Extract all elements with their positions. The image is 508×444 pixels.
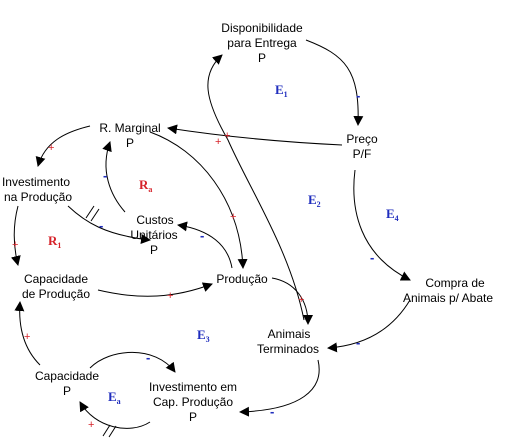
polarity-minus: - — [99, 218, 103, 233]
polarity-minus: - — [200, 228, 204, 243]
node-preco: Preço P/F — [346, 132, 378, 161]
polarity-plus: + — [224, 130, 230, 142]
node-line: Investimento em — [149, 380, 237, 394]
node-disponibilidade: Disponibilidade para Entrega P — [221, 21, 303, 65]
link-compra-animais — [327, 299, 411, 353]
polarity-minus: - — [356, 88, 360, 103]
node-capacidade: Capacidade P — [35, 369, 99, 398]
node-line: P — [150, 243, 158, 257]
polarity-plus: + — [167, 290, 173, 302]
node-animais-terminados: Animais Terminados — [257, 327, 319, 356]
node-r-marginal: R. Marginal P — [99, 121, 160, 150]
node-line: Animais p/ Abate — [403, 291, 493, 305]
node-custos-unitarios: Custos Unitários P — [130, 213, 177, 257]
link-producao-custos — [177, 221, 233, 269]
link-investimento-custos — [67, 205, 151, 244]
loop-label-ea: Ea — [108, 389, 121, 406]
polarity-minus: - — [103, 168, 107, 183]
loop-label-ra: Ra — [139, 177, 152, 194]
node-capacidade-producao: Capacidade de Produção — [22, 272, 90, 301]
polarity-plus: + — [215, 136, 221, 148]
link-animais-investimento-cap — [239, 359, 320, 417]
loop-label-r1: R1 — [48, 233, 61, 250]
link-capacidade-invcap — [89, 351, 176, 373]
node-line: Investimento — [2, 175, 70, 189]
link-producao-animais — [271, 277, 313, 325]
node-line: de Produção — [22, 287, 90, 301]
node-line: na Produção — [4, 190, 72, 204]
link-capacidade-capproducao — [14, 301, 41, 366]
polarity-minus: - — [356, 335, 360, 350]
node-line: Unitários — [130, 228, 177, 242]
node-line: P — [258, 51, 266, 65]
node-line: Disponibilidade — [221, 21, 303, 35]
node-investimento-producao: Investimento na Produção — [2, 175, 72, 204]
node-line: Capacidade — [35, 369, 99, 383]
node-line: P/F — [353, 147, 372, 161]
loop-label-e3: E3 — [197, 327, 210, 344]
polarity-plus: + — [48, 142, 54, 154]
delay-mark-invcap-capacidade — [102, 424, 117, 438]
node-line: P — [189, 410, 197, 424]
polarity-plus: + — [298, 294, 304, 306]
node-line: P — [63, 384, 71, 398]
node-line: Preço — [346, 132, 378, 146]
polarity-minus: - — [146, 350, 150, 365]
node-line: para Entrega — [227, 36, 297, 50]
link-invcap-capacidade — [79, 401, 151, 429]
polarity-plus: + — [12, 239, 18, 251]
node-line: Terminados — [257, 342, 319, 356]
delay-mark-investimento-custos — [85, 205, 100, 222]
link-animais-disponibilidade — [207, 54, 305, 321]
node-compra-animais: Compra de Animais p/ Abate — [403, 276, 493, 305]
node-line: P — [126, 136, 134, 150]
node-line: Animais — [268, 327, 311, 341]
link-custos-rmarginal — [102, 141, 126, 213]
link-rmarginal-investimento — [35, 125, 91, 167]
node-line: R. Marginal — [99, 121, 160, 135]
polarity-plus: + — [24, 331, 30, 343]
link-rmarginal-producao — [149, 131, 248, 269]
loop-label-e2: E2 — [308, 192, 321, 209]
polarity-minus: - — [370, 250, 374, 265]
link-investimento-capacidade — [10, 205, 21, 266]
node-line: Custos — [136, 213, 173, 227]
node-line: Cap. Produção — [153, 395, 233, 409]
link-disponibilidade-preco — [305, 39, 364, 126]
loop-label-e1: E1 — [275, 82, 288, 99]
link-preco-compra — [353, 169, 411, 281]
link-capacidade-producao — [97, 282, 213, 297]
link-preco-rmarginal — [167, 124, 343, 146]
node-producao: Produção — [216, 272, 268, 286]
polarity-plus: + — [88, 419, 94, 431]
polarity-plus: + — [230, 211, 236, 223]
node-line: Compra de — [425, 276, 485, 290]
polarity-minus: - — [270, 404, 274, 419]
node-investimento-cap-producao: Investimento em Cap. Produção P — [149, 380, 237, 424]
node-line: Produção — [216, 272, 268, 286]
loop-label-e4: E4 — [386, 206, 399, 223]
node-line: Capacidade — [24, 272, 88, 286]
